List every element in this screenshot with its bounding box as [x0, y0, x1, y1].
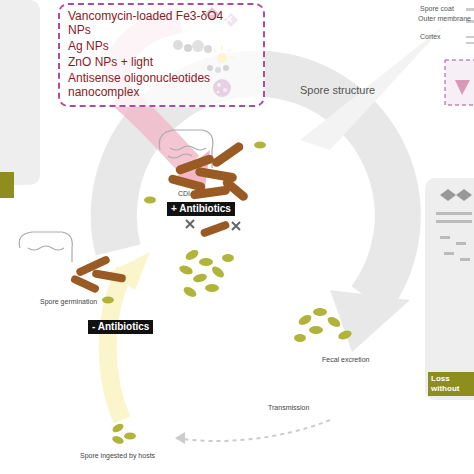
transmission-arrowhead: [175, 432, 185, 444]
side-panel: [0, 0, 40, 185]
outcome-box: Loss without: [428, 372, 474, 396]
node-text: ZnO NPs + light: [68, 55, 233, 69]
node-text: Loss without: [431, 374, 471, 394]
stage-label: CDI: [178, 190, 190, 197]
node-text: Ag NPs: [68, 39, 233, 53]
intestine-icon: [19, 130, 213, 262]
spore-structure-icons: [466, 8, 474, 44]
zoom-wedge: [300, 25, 445, 150]
stage-label: Fecal excretion: [322, 356, 369, 363]
germination-arrow: [108, 270, 125, 420]
antibiotic-tag: + Antibiotics: [167, 202, 235, 216]
germination-arrowhead: [110, 252, 150, 290]
node-text: + Antibiotics: [171, 203, 231, 215]
structure-label: Cortex: [420, 33, 441, 40]
side-bar: [0, 172, 14, 198]
stage-label: Spore germination: [40, 298, 97, 305]
node-text: Antisense oligonucleotides nanocomplex: [68, 71, 233, 99]
node-text: - Antibiotics: [92, 321, 149, 333]
section-label: Spore structure: [300, 84, 375, 96]
side-panel: [425, 178, 474, 400]
structure-label: Outer membrane: [418, 15, 471, 22]
cycle-arrowhead: [330, 290, 410, 352]
spores: [102, 142, 353, 446]
dashed-panel: [445, 60, 474, 105]
spore-layers: [436, 189, 472, 261]
stage-label: Transmission: [268, 404, 309, 411]
vegetative-cells: [70, 141, 250, 294]
treatment-box: Vancomycin-loaded Fe3-δO4 NPs Ag NPsZnO N…: [58, 3, 265, 107]
node-text: Vancomycin-loaded Fe3-δO4 NPs: [68, 9, 233, 37]
stage-label: Spore ingested by hosts: [80, 452, 155, 459]
kill-marks: [186, 220, 240, 230]
pink-arrowhead: [455, 80, 470, 95]
transmission-arrow: [175, 420, 330, 441]
antibiotic-tag: - Antibiotics: [88, 320, 153, 334]
structure-label: Spore coat: [420, 5, 454, 12]
